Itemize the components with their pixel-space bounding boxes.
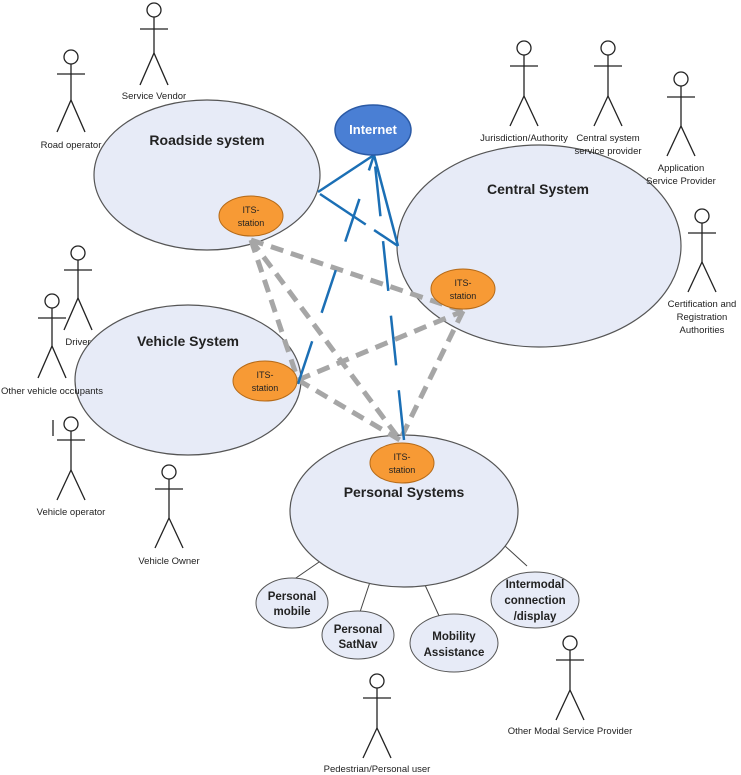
svg-text:ITS-: ITS- (455, 278, 472, 288)
svg-text:Application: Application (658, 163, 704, 174)
its-station-personal: ITS- station (369, 442, 435, 484)
personal-system-title: Personal Systems (344, 484, 465, 500)
roadside-system (93, 99, 321, 251)
actor-vehicle-owner: Vehicle Owner (138, 464, 200, 567)
internet-node (334, 104, 412, 156)
central-system (396, 144, 682, 348)
roadside-system-title: Roadside system (149, 132, 264, 148)
svg-text:mobile: mobile (273, 606, 310, 618)
actor-driver: Driver (63, 245, 93, 348)
subsystem-personal-mobile: Personal mobile (255, 577, 329, 629)
actor-certification-authorities: Certification and Registration Authoriti… (668, 208, 737, 336)
svg-text:Personal: Personal (334, 624, 383, 636)
svg-text:Vehicle Owner: Vehicle Owner (138, 556, 199, 567)
actor-other-vehicle-occupants: Other vehicle occupants (1, 293, 103, 397)
actor-jurisdiction-authority: Jurisdiction/Authority (480, 40, 568, 144)
svg-text:service provider: service provider (574, 146, 641, 157)
svg-text:ITS-: ITS- (257, 370, 274, 380)
actor-vehicle-operator: Vehicle operator (37, 416, 106, 518)
svg-text:Vehicle operator: Vehicle operator (37, 507, 106, 518)
svg-text:Central system: Central system (576, 133, 639, 144)
vehicle-system-title: Vehicle System (137, 333, 239, 349)
its-station-central: ITS- station (430, 268, 496, 310)
svg-text:Assistance: Assistance (424, 647, 485, 659)
svg-text:Other Modal Service Provider: Other Modal Service Provider (508, 726, 633, 737)
internet-links (296, 153, 406, 441)
svg-text:/display: /display (514, 611, 557, 623)
internet-label: Internet (349, 122, 397, 137)
svg-text:Driver: Driver (65, 337, 90, 348)
svg-text:Other vehicle occupants: Other vehicle occupants (1, 386, 103, 397)
svg-text:Intermodal: Intermodal (506, 579, 565, 591)
svg-text:Mobility: Mobility (432, 631, 476, 643)
svg-text:Personal: Personal (268, 591, 317, 603)
actor-service-vendor: Service Vendor (122, 2, 186, 102)
svg-text:Certification and: Certification and (668, 299, 737, 310)
svg-text:Authorities: Authorities (680, 325, 725, 336)
its-station-links (248, 237, 466, 443)
svg-text:station: station (238, 218, 265, 228)
subsystem-intermodal-display: Intermodal connection /display (490, 571, 580, 629)
svg-text:Registration: Registration (677, 312, 728, 323)
svg-text:Service Vendor: Service Vendor (122, 91, 186, 102)
actor-application-service-provider: Application Service Provider (646, 71, 716, 187)
svg-text:Pedestrian/Personal user: Pedestrian/Personal user (324, 764, 431, 775)
svg-text:connection: connection (504, 595, 565, 607)
central-system-title: Central System (487, 181, 589, 197)
actor-pedestrian-personal-user: Pedestrian/Personal user (324, 673, 431, 775)
actor-central-system-service-provider: Central system service provider (574, 40, 642, 157)
svg-text:station: station (252, 383, 279, 393)
svg-text:Jurisdiction/Authority: Jurisdiction/Authority (480, 133, 568, 144)
subsystem-mobility-assistance: Mobility Assistance (409, 613, 499, 673)
svg-text:ITS-: ITS- (243, 205, 260, 215)
subsystem-personal-satnav: Personal SatNav (321, 610, 395, 660)
personal-subsystem-connectors (292, 545, 528, 619)
svg-text:Service Provider: Service Provider (646, 176, 716, 187)
its-station-vehicle: ITS- station (232, 360, 298, 402)
actor-road-operator: Road operator (41, 49, 102, 151)
svg-text:ITS-: ITS- (394, 452, 411, 462)
its-station-roadside: ITS- station (218, 195, 284, 237)
svg-text:Road operator: Road operator (41, 140, 102, 151)
svg-text:station: station (389, 465, 416, 475)
actor-other-modal-service-provider: Other Modal Service Provider (508, 635, 633, 737)
svg-text:SatNav: SatNav (339, 639, 379, 651)
svg-text:station: station (450, 291, 477, 301)
